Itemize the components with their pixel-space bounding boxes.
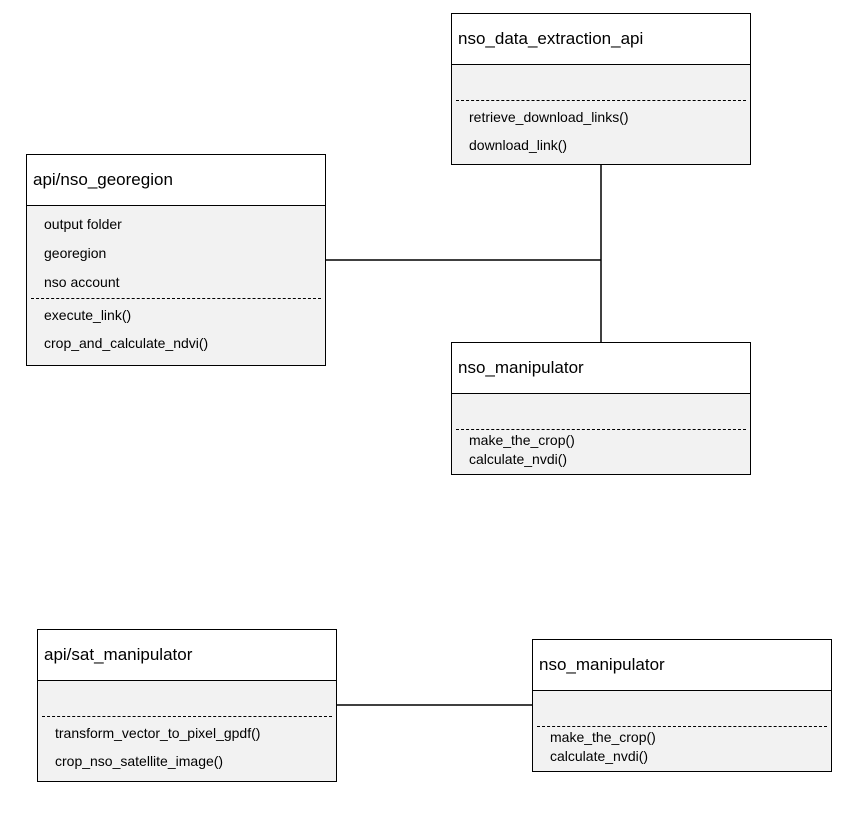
attributes-section xyxy=(533,691,831,726)
class-name: api/nso_georegion xyxy=(27,155,325,206)
attribute-item: nso account xyxy=(44,274,120,290)
class-name: api/sat_manipulator xyxy=(38,630,336,681)
method-item: calculate_nvdi() xyxy=(469,451,568,467)
method-item: crop_nso_satellite_image() xyxy=(55,753,224,769)
class-name: nso_manipulator xyxy=(533,640,831,691)
method-item: make_the_crop() xyxy=(469,432,575,448)
attributes-section xyxy=(452,394,750,429)
method-item: transform_vector_to_pixel_gpdf() xyxy=(55,725,261,741)
class-nso-data-extraction-api[interactable]: nso_data_extraction_api retrieve_downloa… xyxy=(451,13,751,165)
section-divider xyxy=(456,429,746,430)
section-divider xyxy=(31,298,321,299)
attribute-item: output folder xyxy=(44,216,122,232)
method-item: retrieve_download_links() xyxy=(469,109,629,125)
class-nso-manipulator-top[interactable]: nso_manipulator make_the_crop() calculat… xyxy=(451,342,751,475)
methods-section: retrieve_download_links() download_link(… xyxy=(452,101,750,153)
attribute-item: georegion xyxy=(44,245,107,261)
method-item: download_link() xyxy=(469,137,568,153)
method-item: crop_and_calculate_ndvi() xyxy=(44,335,209,351)
class-api-nso-georegion[interactable]: api/nso_georegion output folder georegio… xyxy=(26,154,326,366)
attributes-section: output folder georegion nso account xyxy=(27,206,325,290)
section-divider xyxy=(456,100,746,101)
attributes-section xyxy=(38,681,336,716)
section-divider xyxy=(42,716,332,717)
class-name: nso_manipulator xyxy=(452,343,750,394)
methods-section: make_the_crop() calculate_nvdi() xyxy=(533,727,831,764)
class-api-sat-manipulator[interactable]: api/sat_manipulator transform_vector_to_… xyxy=(37,629,337,782)
methods-section: execute_link() crop_and_calculate_ndvi() xyxy=(27,299,325,351)
class-name: nso_data_extraction_api xyxy=(452,14,750,65)
methods-section: transform_vector_to_pixel_gpdf() crop_ns… xyxy=(38,717,336,769)
method-item: make_the_crop() xyxy=(550,729,656,745)
methods-section: make_the_crop() calculate_nvdi() xyxy=(452,430,750,467)
section-divider xyxy=(537,726,827,727)
method-item: calculate_nvdi() xyxy=(550,748,649,764)
method-item: execute_link() xyxy=(44,307,132,323)
class-nso-manipulator-bottom[interactable]: nso_manipulator make_the_crop() calculat… xyxy=(532,639,832,772)
attributes-section xyxy=(452,65,750,100)
